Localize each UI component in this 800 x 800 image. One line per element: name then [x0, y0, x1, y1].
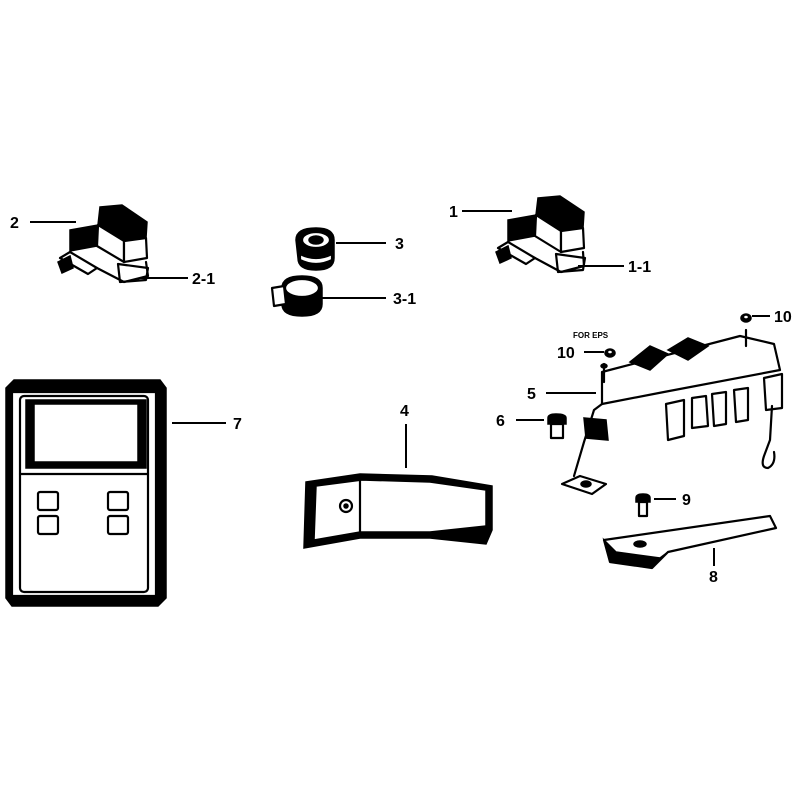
relay-part-1 [495, 195, 587, 274]
label-2-1: 2-1 [192, 271, 215, 288]
nut-part-10-b [740, 313, 752, 323]
label-9: 9 [682, 492, 691, 509]
relay-part-2 [57, 204, 150, 284]
control-panel-part-7 [5, 379, 167, 607]
label-1-1: 1-1 [628, 259, 651, 276]
label-5: 5 [527, 386, 536, 403]
nut-part-10-a [604, 348, 616, 358]
label-7: 7 [233, 416, 242, 433]
label-for-eps: FOR EPS [573, 331, 609, 340]
grommet-part-3 [295, 227, 335, 271]
label-3: 3 [395, 236, 404, 253]
plate-part-8 [602, 514, 778, 570]
label-3-1: 3-1 [393, 291, 416, 308]
label-6: 6 [496, 413, 505, 430]
label-10-a: 10 [557, 345, 575, 362]
screw-part-9 [635, 493, 651, 518]
bracket-part-5 [560, 328, 784, 496]
label-1: 1 [449, 204, 458, 221]
label-8: 8 [709, 569, 718, 586]
cap-part-3-1 [270, 275, 323, 317]
bolt-part-6 [547, 413, 567, 440]
label-4: 4 [400, 403, 409, 420]
label-2: 2 [10, 215, 19, 232]
label-10-b: 10 [774, 309, 792, 326]
cover-part-4 [303, 473, 493, 549]
